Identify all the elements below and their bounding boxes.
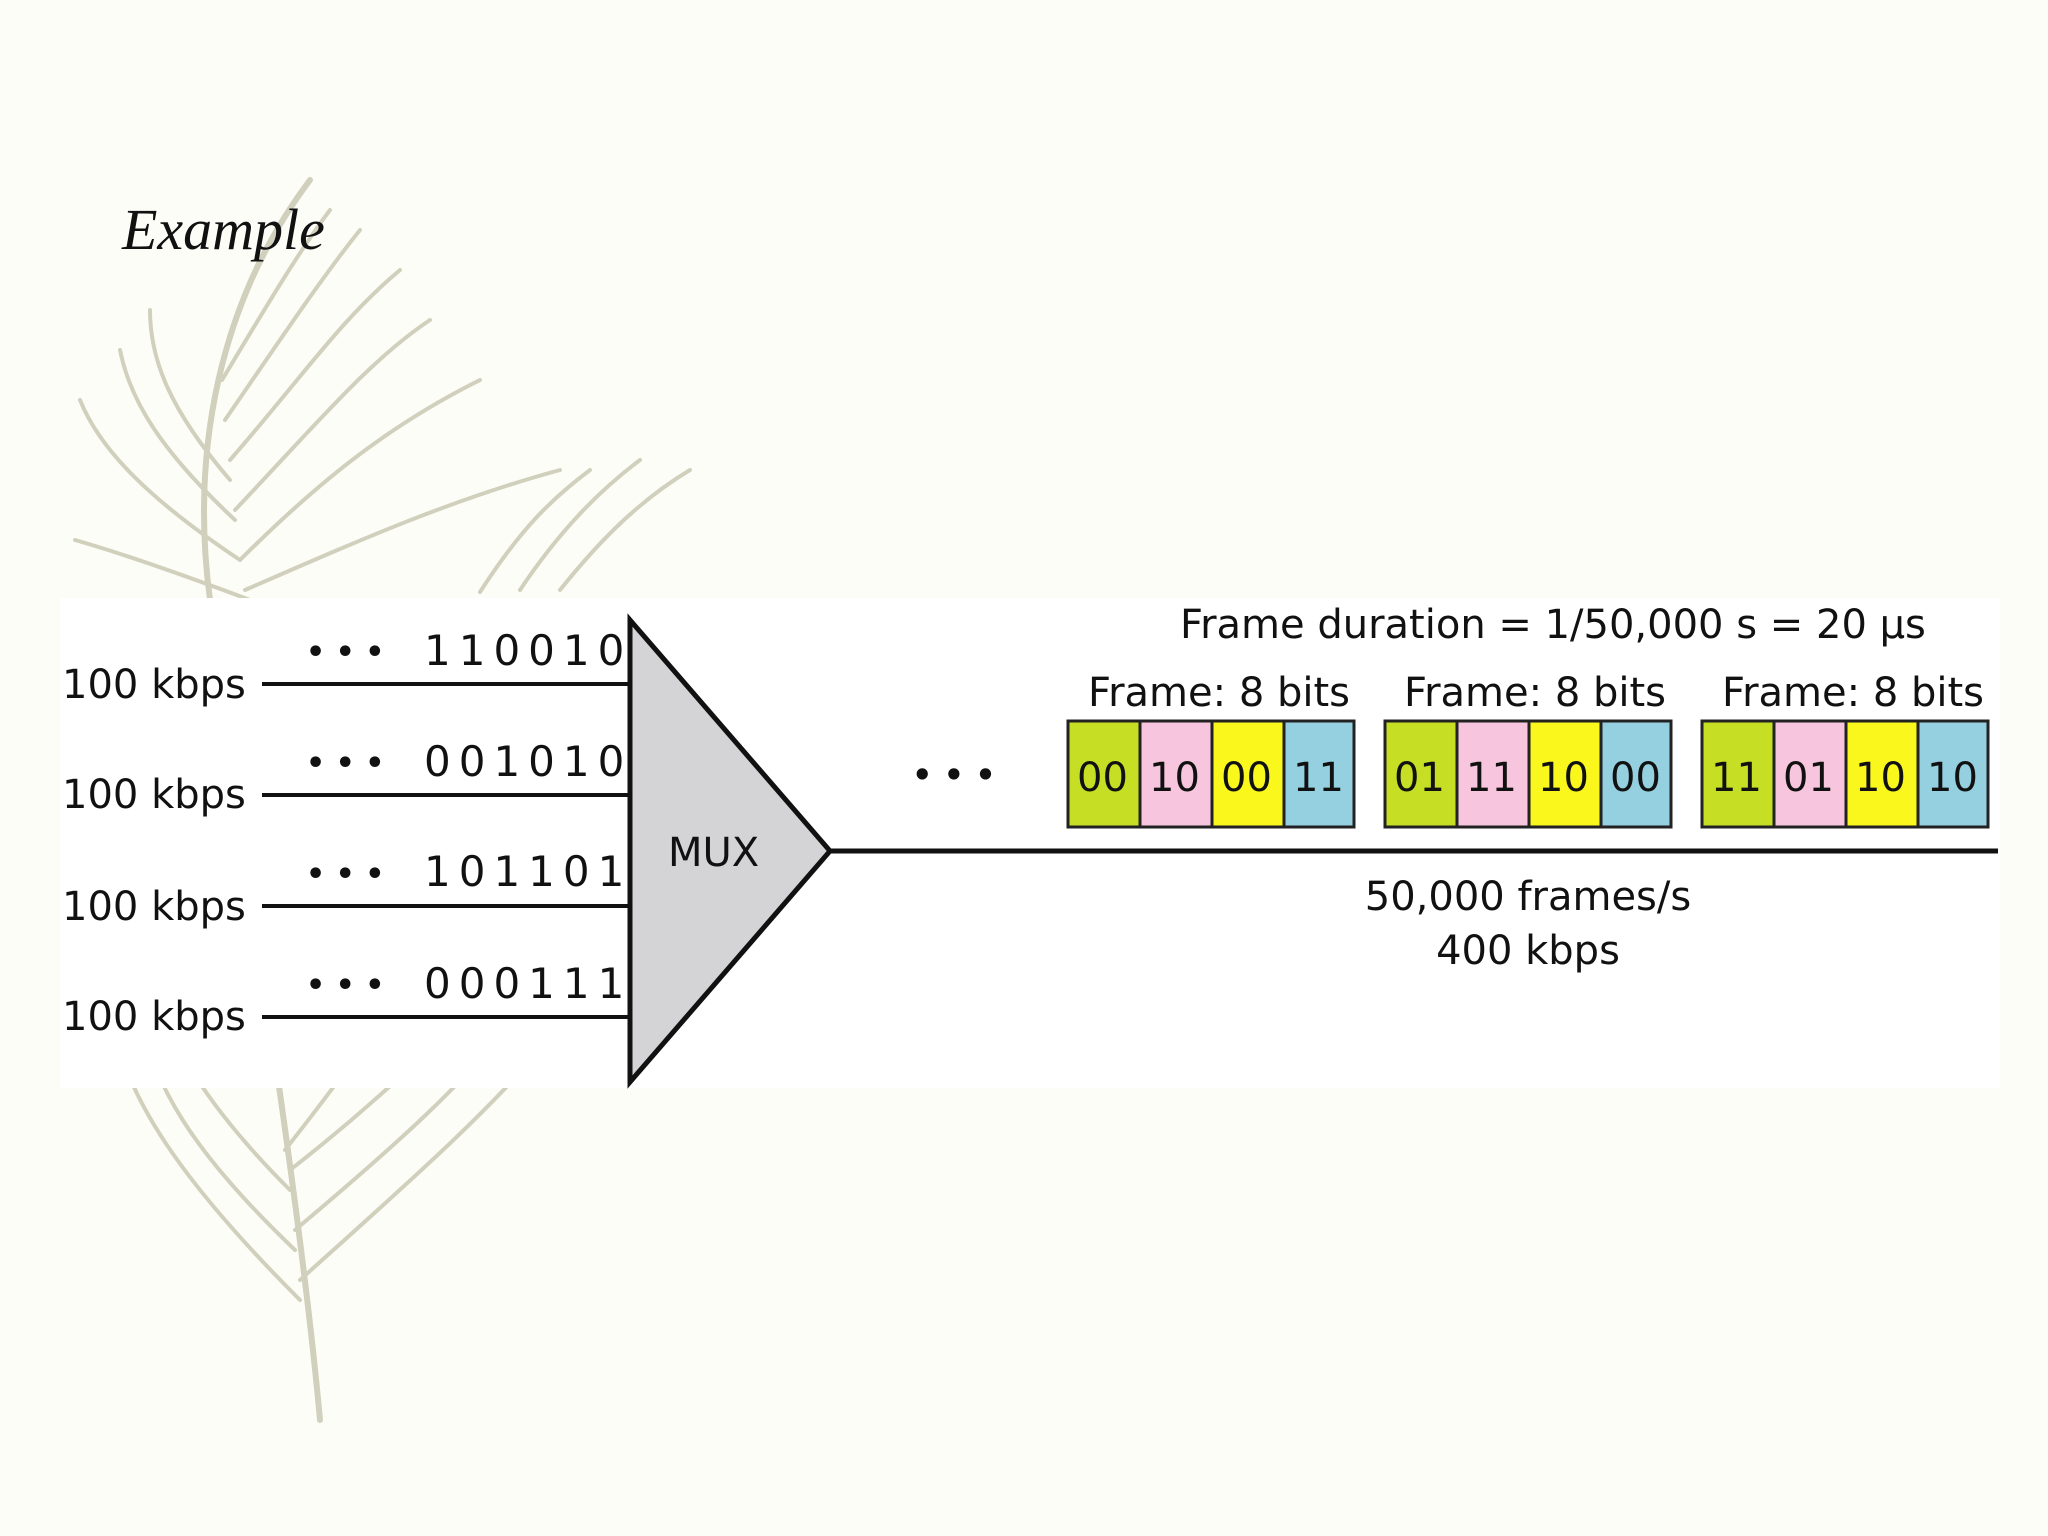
input-rate-label: 100 kbps (62, 884, 246, 930)
frame-label: Frame: 8 bits (1722, 670, 1984, 716)
slot-bits: 11 (1466, 755, 1517, 801)
frame-duration-label: Frame duration = 1/50,000 s = 20 µs (1180, 602, 1926, 648)
frame-label: Frame: 8 bits (1404, 670, 1666, 716)
input-rate-label: 100 kbps (62, 662, 246, 708)
feather-barb (118, 348, 237, 522)
slot-bits: 10 (1855, 755, 1906, 801)
feather-barb (518, 458, 642, 592)
frame-slot (1844, 719, 1920, 829)
feather-barb (148, 308, 232, 482)
feather-barb (233, 318, 432, 512)
frame-slot (1700, 719, 1776, 829)
slot-bits: 01 (1394, 755, 1445, 801)
frame-slot (1210, 719, 1286, 829)
frame-3 (1700, 719, 1990, 829)
feather-barb (558, 468, 692, 592)
slot-bits: 00 (1221, 755, 1272, 801)
input-bit-stream: 000111 (424, 959, 632, 1008)
slot-bits: 00 (1077, 755, 1128, 801)
feather-barb (243, 468, 562, 592)
slot-bits: 11 (1293, 755, 1344, 801)
feather-barb (478, 468, 592, 594)
slot-bits: 10 (1927, 755, 1978, 801)
mux-label: MUX (668, 830, 759, 876)
slide-title: Example (122, 197, 325, 262)
frame-slot (1066, 719, 1142, 829)
output-bit-rate: 400 kbps (1436, 928, 1620, 974)
input-continuation-dots: • • • (306, 857, 384, 892)
feather-barb (220, 208, 332, 382)
frame-2 (1383, 719, 1673, 829)
frame-label: Frame: 8 bits (1088, 670, 1350, 716)
input-continuation-dots: • • • (306, 746, 384, 781)
feather-barb (228, 268, 402, 462)
input-bit-stream: 101101 (424, 847, 632, 896)
mux-block (627, 613, 834, 1089)
frame-slot (1916, 719, 1990, 829)
frame-slot (1138, 719, 1214, 829)
output-continuation-dots: • • • (912, 756, 996, 794)
output-frame-rate: 50,000 frames/s (1365, 874, 1691, 920)
input-continuation-dots: • • • (306, 635, 384, 670)
input-bit-stream: 110010 (424, 626, 632, 675)
slot-bits: 01 (1783, 755, 1834, 801)
input-bit-stream: 001010 (424, 737, 632, 786)
feather-barb (73, 538, 252, 602)
slot-bits: 10 (1538, 755, 1589, 801)
frame-1 (1066, 719, 1356, 829)
feather-barb (223, 228, 362, 422)
input-links (262, 682, 632, 1019)
frame-slot (1282, 719, 1356, 829)
diagram-panel (60, 598, 2000, 1088)
frame-slot (1383, 719, 1459, 829)
frame-slot (1772, 719, 1848, 829)
input-continuation-dots: • • • (306, 968, 384, 1003)
frame-slot (1599, 719, 1673, 829)
slot-bits: 11 (1711, 755, 1762, 801)
feather-barb (78, 398, 242, 562)
feather-barb (238, 378, 482, 562)
slot-bits: 00 (1610, 755, 1661, 801)
slot-bits: 10 (1149, 755, 1200, 801)
frame-slot (1455, 719, 1531, 829)
input-rate-label: 100 kbps (62, 772, 246, 818)
input-rate-label: 100 kbps (62, 994, 246, 1040)
frame-slot (1527, 719, 1603, 829)
